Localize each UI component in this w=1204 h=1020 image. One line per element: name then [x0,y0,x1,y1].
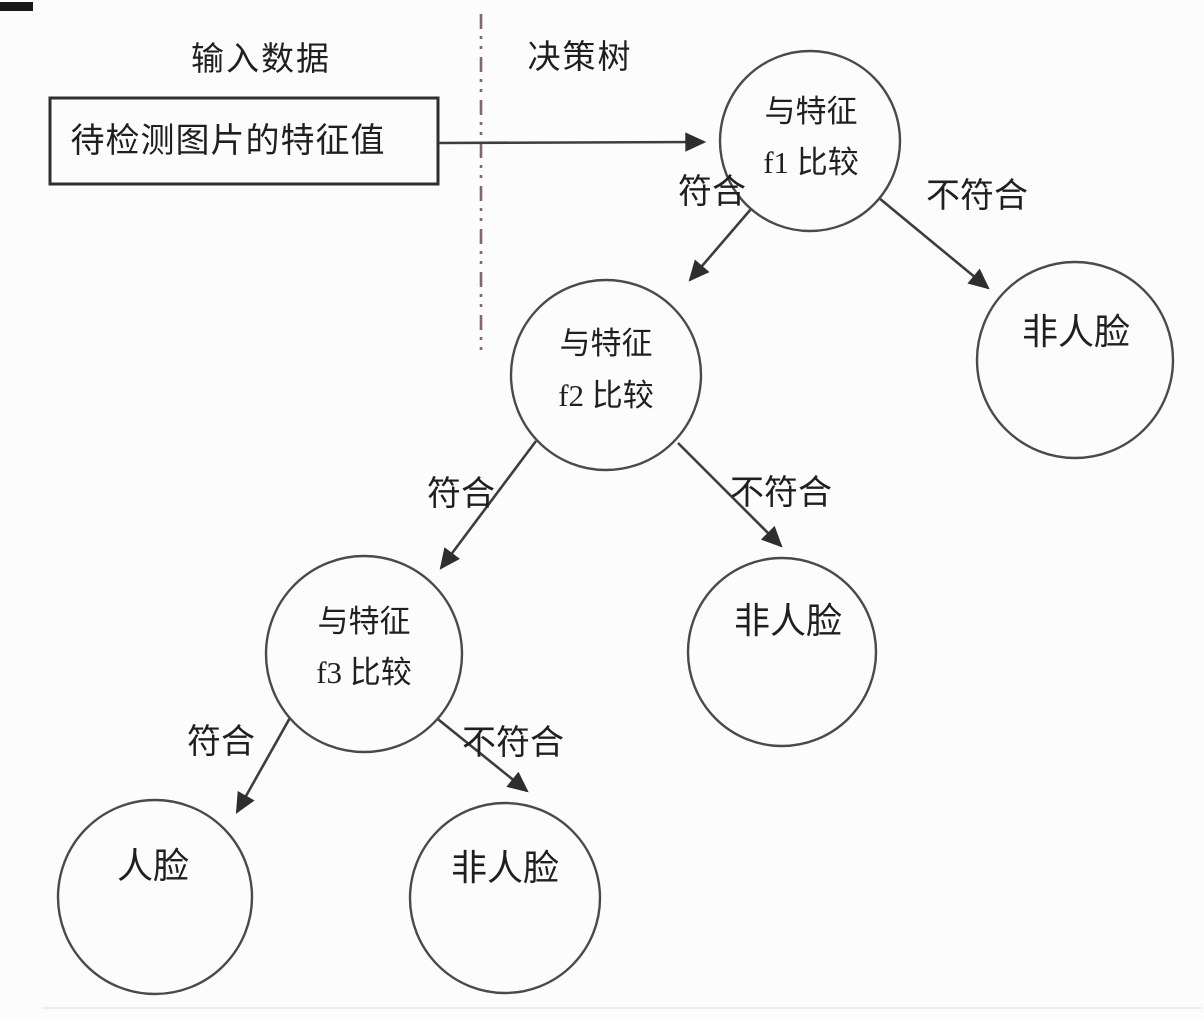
edge-label-f1-nomatch: 不符合 [926,177,1028,215]
edge-label-f2-match: 符合 [427,475,495,513]
edge-f2-match-to-f3 [439,440,538,570]
edge-label-f2-nomatch: 不符合 [730,474,832,512]
tree-region-title: 决策树 [528,39,633,76]
node-f3-label-line2: f3 比较 [316,655,412,690]
node-f1-circle [718,49,902,233]
input-region-title: 输入数据 [191,41,331,78]
node-f1-label-line1: 与特征 [765,94,858,129]
node-f3-circle [264,554,464,754]
node-nonface3-circle [408,801,602,995]
node-f1-label-line2: f1 比较 [763,145,859,180]
node-f2-label-line1: 与特征 [560,326,653,361]
edge-f2-nomatch-to-nonface2 [677,442,783,548]
edge-label-f3-nomatch: 不符合 [462,724,564,762]
node-face-label: 人脸 [117,846,189,886]
node-f2-label-line2: f2 比较 [558,378,654,413]
node-f2-circle [509,278,703,472]
node-f3-label-line1: 与特征 [318,604,411,639]
node-nonface3-label: 非人脸 [451,848,559,888]
node-nonface2-circle [686,556,878,748]
edge-label-f3-match: 符合 [187,723,255,761]
edge-f3-match-to-face [235,715,293,814]
node-face-circle [56,798,254,996]
edge-f1-nomatch-to-nonface1 [878,196,990,290]
edge-f1-match-to-f2 [688,208,752,282]
node-nonface1-circle [975,260,1175,460]
node-nonface2-label: 非人脸 [734,601,842,641]
input-feature-box-label: 待检测图片的特征值 [71,122,386,160]
input-feature-box [48,96,440,186]
frame-artifact-mark [0,2,33,11]
edge-f3-nomatch-to-nonface3 [433,714,529,793]
edge-input-to-f1 [438,132,707,152]
node-nonface1-label: 非人脸 [1022,312,1130,352]
edge-label-f1-match: 符合 [678,173,746,211]
